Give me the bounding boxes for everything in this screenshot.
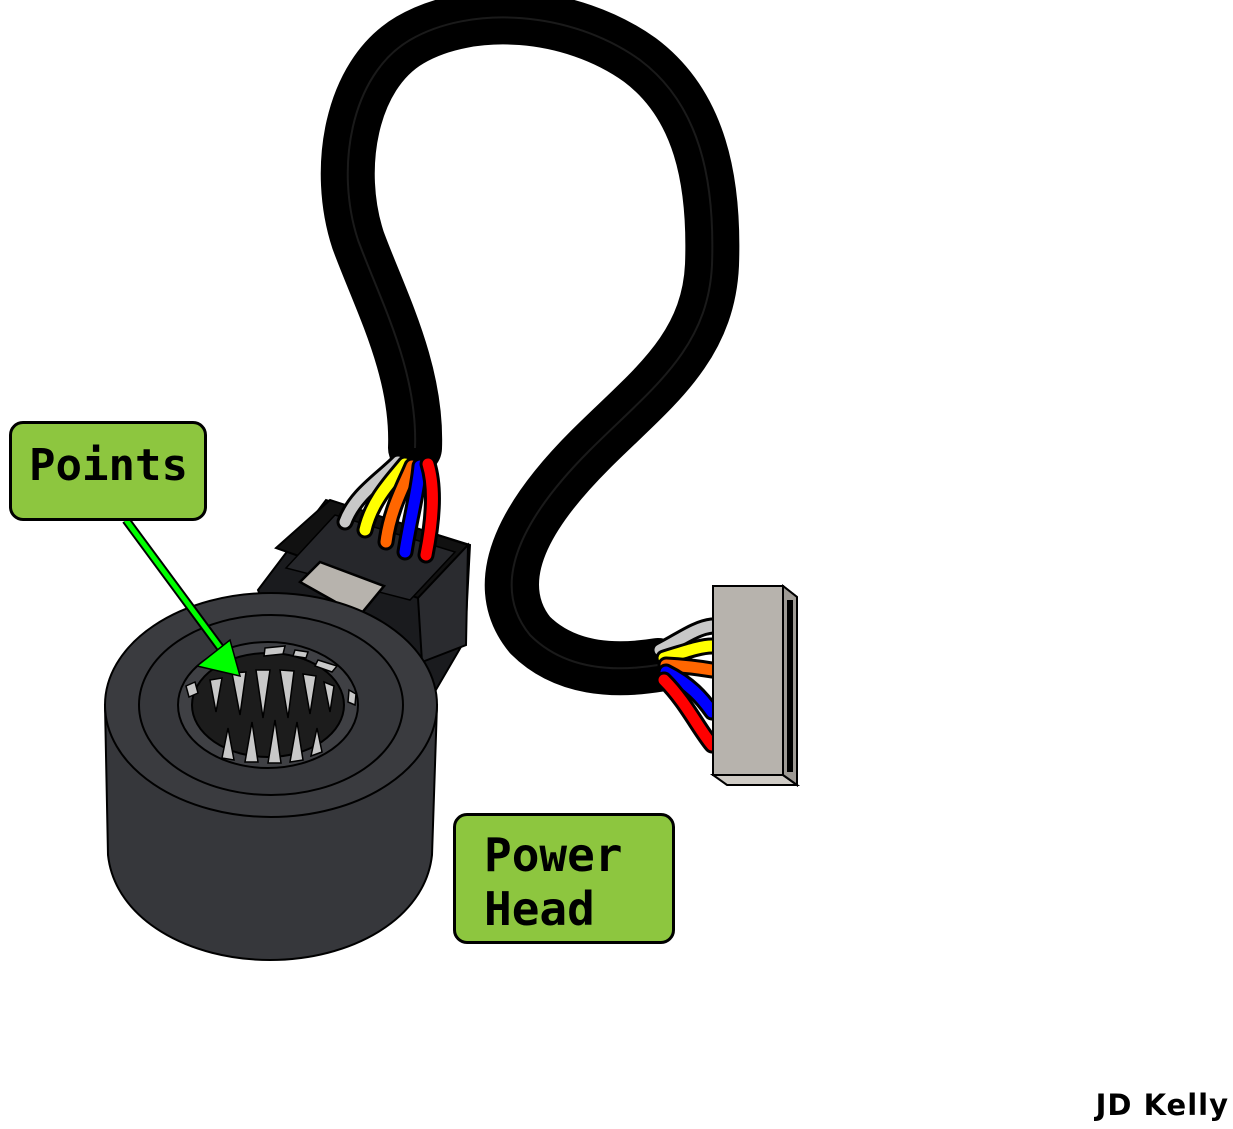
- wire-bundle-connector: [651, 617, 721, 754]
- wire-bundle-head: [336, 453, 441, 564]
- power-head-label-line1: Power: [484, 828, 623, 882]
- points-teeth: [209, 669, 335, 764]
- power-head-body: [103, 592, 439, 962]
- cable: [320, 0, 740, 696]
- author-credit: JD Kelly: [1095, 1088, 1229, 1122]
- power-head-callout: Power Head: [453, 813, 675, 944]
- power-head-label-line2: Head: [484, 882, 595, 936]
- connector-plug: [709, 583, 801, 787]
- points-callout: Points: [9, 421, 207, 521]
- points-label: Points: [29, 440, 188, 491]
- points-arrow: [122, 517, 242, 678]
